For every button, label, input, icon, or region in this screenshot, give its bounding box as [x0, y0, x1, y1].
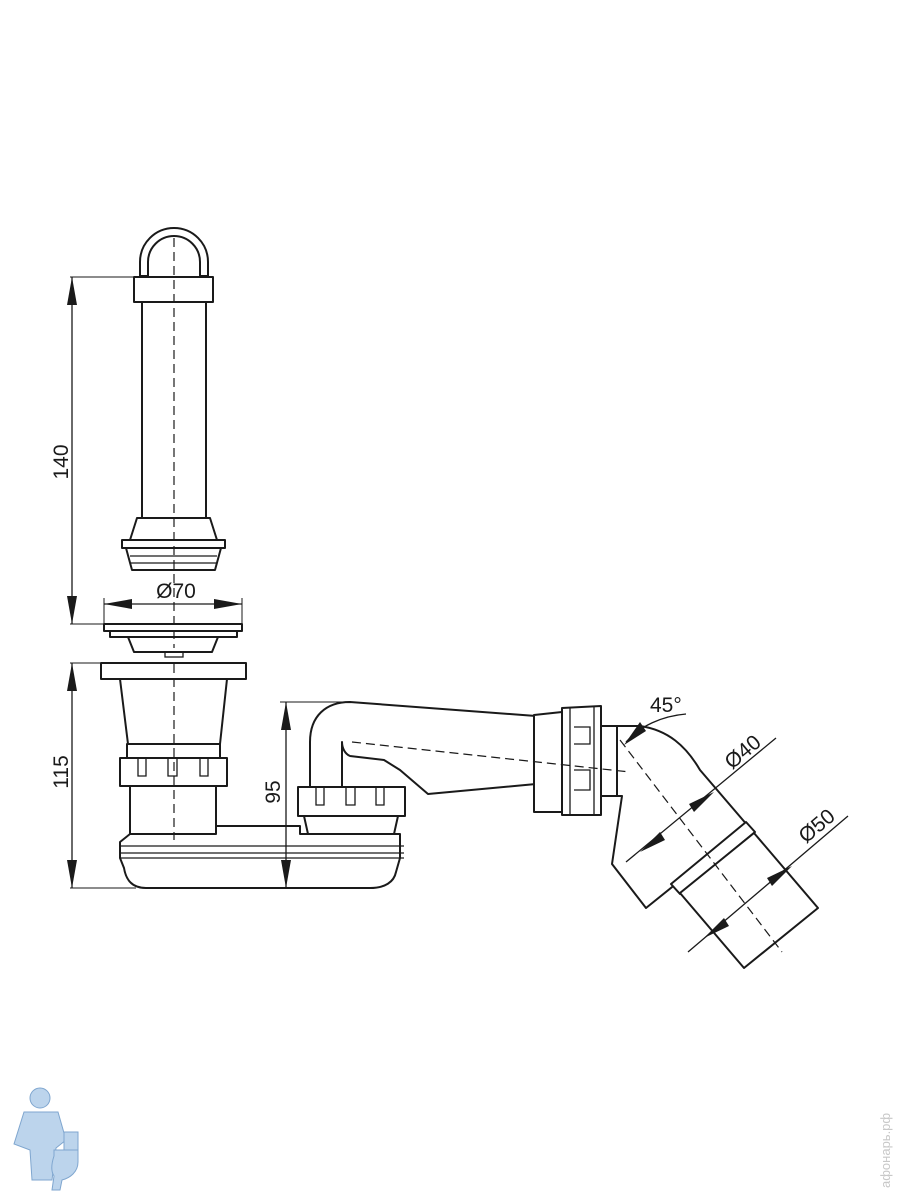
center-axes	[173, 238, 783, 953]
siphon-body	[100, 662, 404, 889]
dimension-diameter-70: Ø70	[103, 580, 243, 624]
dimension-angle-45: 45°	[624, 694, 687, 745]
dimension-label-95: 95	[262, 780, 285, 803]
dimension-label-115: 115	[50, 755, 73, 788]
dimension-label-140: 140	[50, 444, 73, 479]
plumber-logo-icon	[13, 1087, 79, 1191]
dimension-label-diameter-40: Ø40	[720, 731, 765, 774]
standpipe-cap	[133, 276, 214, 303]
dimension-95: 95	[262, 701, 350, 888]
coupling-nut	[561, 705, 602, 816]
dimension-label-diameter-70: Ø70	[156, 580, 196, 603]
dimension-140: 140	[50, 276, 134, 625]
standpipe-foot	[125, 547, 222, 571]
site-watermark: афонарь.рф	[878, 1113, 893, 1188]
standpipe	[121, 227, 226, 571]
outlet-pipe	[297, 701, 618, 835]
dimension-label-diameter-50: Ø50	[794, 805, 839, 848]
outlet-riser	[309, 701, 537, 795]
outlet-nut	[297, 786, 406, 817]
drain-plate	[103, 623, 243, 658]
dimension-label-angle-45: 45°	[650, 694, 682, 717]
trap-housing	[119, 825, 401, 889]
dimension-115: 115	[50, 662, 136, 889]
